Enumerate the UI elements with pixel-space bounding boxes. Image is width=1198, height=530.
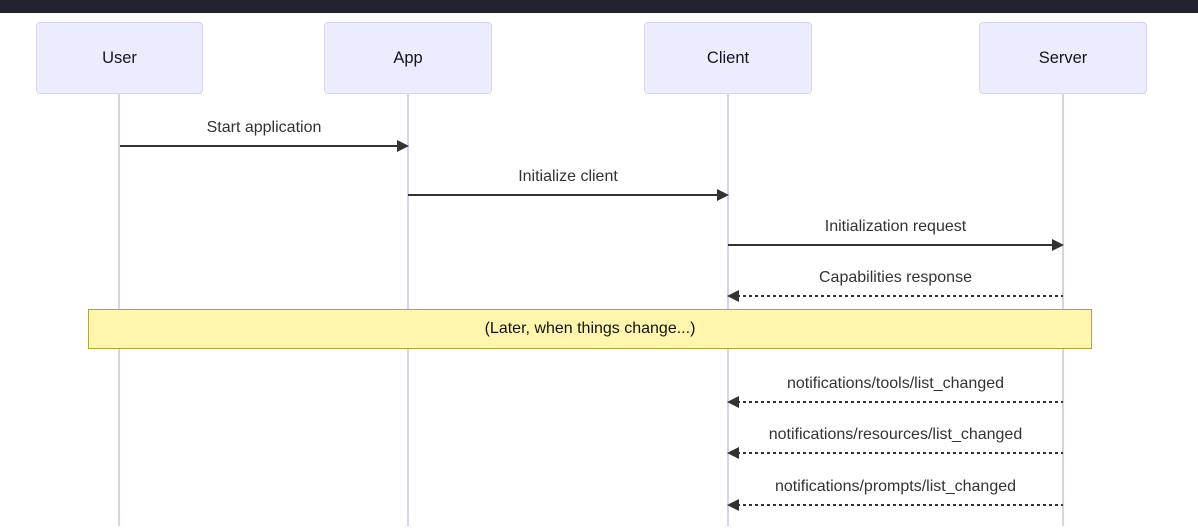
message-label: notifications/tools/list_changed	[786, 375, 1005, 392]
top-bar	[0, 0, 1198, 13]
message-label: Capabilities response	[819, 269, 972, 286]
actor-box-client: Client	[644, 22, 812, 94]
actor-label-app: App	[393, 48, 423, 67]
arrowhead-right-icon	[1052, 239, 1064, 251]
note-band: (Later, when things change...)	[88, 309, 1092, 349]
message-label: Initialize client	[518, 168, 618, 185]
message-line	[408, 194, 719, 196]
actor-label-server: Server	[1038, 48, 1088, 67]
message-arrow: notifications/tools/list_changed	[727, 375, 1063, 409]
message-label: Initialization request	[824, 218, 967, 235]
message-arrow: Start application	[120, 119, 409, 153]
message-arrow: notifications/prompts/list_changed	[727, 478, 1063, 512]
message-arrow: Initialization request	[728, 218, 1064, 252]
message-line	[728, 244, 1054, 246]
message-line	[737, 504, 1063, 506]
actor-box-app: App	[324, 22, 492, 94]
actor-box-user: User	[36, 22, 203, 94]
actor-label-client: Client	[706, 48, 750, 67]
message-arrow: notifications/resources/list_changed	[727, 426, 1063, 460]
actor-label-user: User	[102, 48, 137, 67]
message-arrow: Capabilities response	[727, 269, 1063, 303]
actor-box-server: Server	[979, 22, 1147, 94]
message-line	[737, 401, 1063, 403]
message-line	[737, 295, 1063, 297]
message-line	[737, 452, 1063, 454]
message-label: notifications/prompts/list_changed	[774, 478, 1017, 495]
arrowhead-left-icon	[727, 499, 739, 511]
message-label: Start application	[206, 119, 322, 136]
message-arrow: Initialize client	[408, 168, 729, 202]
message-line	[120, 145, 399, 147]
arrowhead-left-icon	[727, 396, 739, 408]
arrowhead-left-icon	[727, 290, 739, 302]
arrowhead-right-icon	[397, 140, 409, 152]
message-label: notifications/resources/list_changed	[768, 426, 1023, 443]
note-label: (Later, when things change...)	[484, 320, 696, 337]
arrowhead-right-icon	[717, 189, 729, 201]
arrowhead-left-icon	[727, 447, 739, 459]
